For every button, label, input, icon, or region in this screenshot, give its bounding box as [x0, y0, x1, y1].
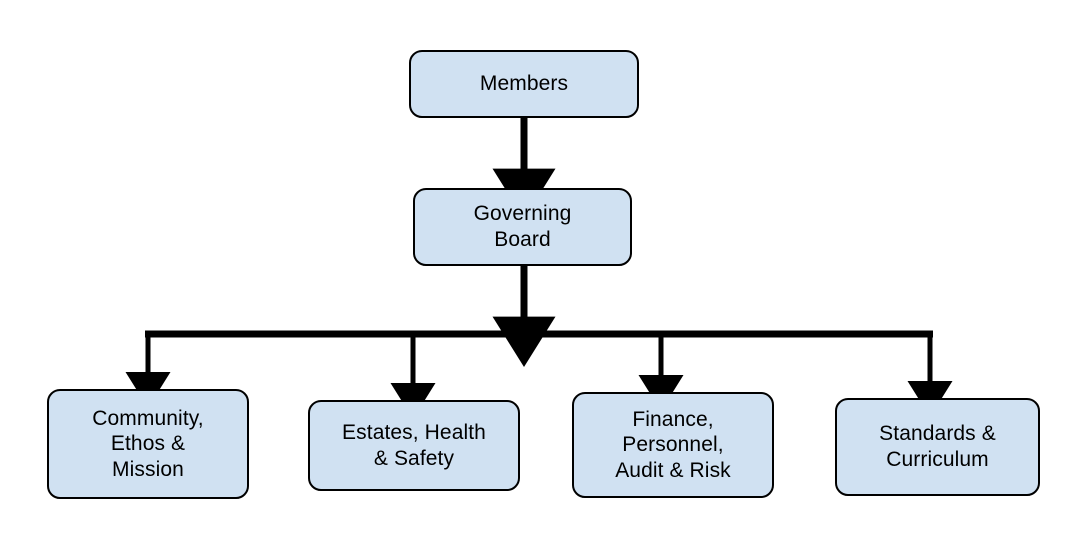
node-members[interactable]: Members — [409, 50, 639, 118]
node-finance-personnel-audit-risk-label: Finance, Personnel, Audit & Risk — [615, 407, 731, 482]
node-standards-curriculum[interactable]: Standards & Curriculum — [835, 398, 1040, 496]
node-estates-health-safety[interactable]: Estates, Health & Safety — [308, 400, 520, 491]
node-standards-curriculum-label: Standards & Curriculum — [879, 422, 996, 471]
node-members-label: Members — [479, 72, 569, 96]
node-governing-board[interactable]: Governing Board — [413, 188, 632, 266]
node-community-ethos-mission[interactable]: Community, Ethos & Mission — [47, 389, 249, 499]
node-finance-personnel-audit-risk[interactable]: Finance, Personnel, Audit & Risk — [572, 392, 774, 498]
node-estates-health-safety-label: Estates, Health & Safety — [342, 420, 486, 470]
node-governing-board-label: Governing Board — [473, 202, 572, 251]
node-community-ethos-mission-label: Community, Ethos & Mission — [92, 406, 204, 481]
